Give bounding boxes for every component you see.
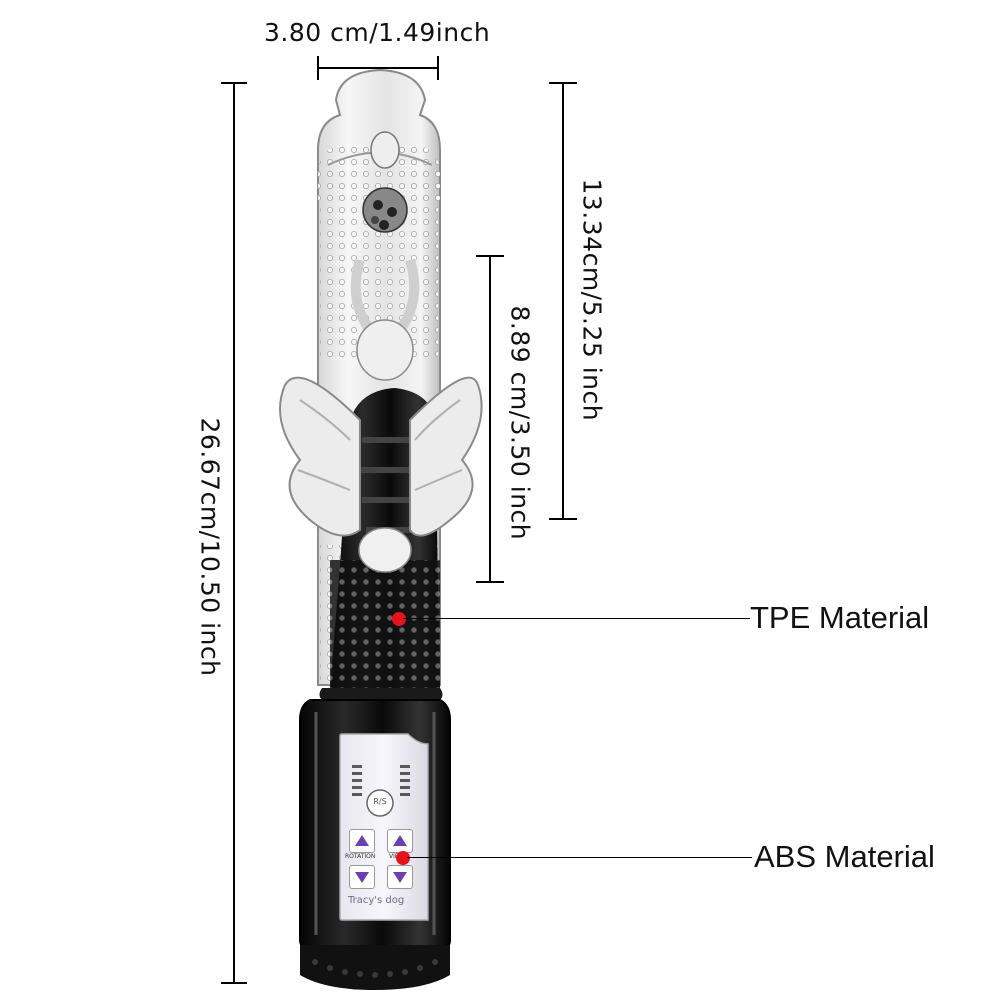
rotation-down-button[interactable]	[349, 865, 375, 889]
width-label: 3.80 cm/1.49inch	[264, 18, 491, 47]
shaft-length-line	[489, 256, 491, 582]
insertable-length-line	[562, 83, 564, 519]
total-length-label: 26.67cm/10.50 inch	[195, 417, 225, 677]
width-dimension-tick-left	[317, 56, 319, 80]
brand-text: Tracy's dog	[348, 895, 405, 906]
total-length-line	[233, 83, 235, 983]
width-dimension-line	[318, 67, 438, 69]
tpe-material-label: TPE Material	[750, 600, 930, 635]
triangle-up-icon	[393, 835, 407, 846]
total-length-tick-bottom	[221, 982, 247, 984]
total-length-tick-top	[221, 82, 247, 84]
tpe-marker-dot	[392, 612, 406, 626]
triangle-down-icon	[355, 872, 369, 883]
mode-button[interactable]	[366, 789, 394, 817]
rotation-up-button[interactable]	[349, 829, 375, 853]
triangle-up-icon	[355, 835, 369, 846]
insertable-length-label: 13.34cm/5.25 inch	[577, 178, 607, 422]
insertable-length-tick-top	[549, 82, 577, 84]
butterfly-stimulator	[279, 376, 483, 573]
tpe-leader-line	[403, 618, 750, 619]
shaft-length-tick-top	[476, 255, 504, 257]
width-dimension-tick-right	[437, 56, 439, 80]
shaft-length-tick-bottom	[476, 581, 504, 583]
vibration-down-button[interactable]	[387, 865, 413, 889]
control-panel	[339, 733, 429, 921]
rotating-beads	[350, 131, 420, 381]
abs-material-label: ABS Material	[754, 839, 935, 874]
insertable-length-tick-bottom	[549, 518, 577, 520]
handle	[299, 688, 451, 990]
rotation-label: ROTATION	[345, 853, 376, 860]
shaft-length-label: 8.89 cm/3.50 inch	[505, 305, 535, 541]
abs-leader-line	[407, 857, 752, 858]
vibration-up-button[interactable]	[387, 829, 413, 853]
panel-logo: R/S	[373, 797, 387, 806]
triangle-down-icon	[393, 872, 407, 883]
abs-marker-dot	[396, 851, 410, 865]
